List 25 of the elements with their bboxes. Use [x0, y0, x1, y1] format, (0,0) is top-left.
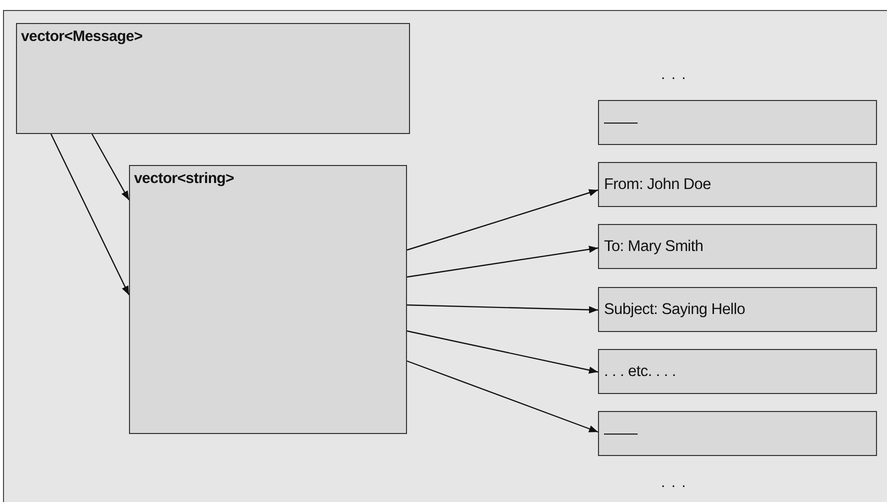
box-label: To: Mary Smith [604, 238, 704, 256]
arrow [50, 134, 130, 296]
rectangle-box [598, 411, 877, 456]
rectangle-box [598, 349, 877, 394]
arrow [406, 360, 598, 433]
ellipsis-text: . . . [661, 474, 687, 491]
box-label: –––– [604, 114, 638, 132]
rectangle-box [598, 100, 877, 145]
rectangle-box [598, 287, 877, 332]
rectangle-box [16, 23, 410, 134]
rectangle-box [598, 162, 877, 207]
ellipsis-text: . . . [661, 66, 687, 83]
box-label: From: John Doe [604, 176, 711, 194]
rectangle-box [598, 224, 877, 269]
arrow [406, 189, 598, 251]
arrow [406, 246, 598, 278]
box-label: Subject: Saying Hello [604, 300, 746, 318]
arrow [406, 304, 598, 314]
arrow [91, 134, 130, 200]
box-label: vector<string> [134, 170, 234, 187]
rectangle-box [129, 165, 407, 434]
box-label: –––– [604, 424, 638, 442]
box-label: vector<Message> [21, 28, 142, 45]
arrow [406, 330, 598, 374]
box-label: . . . etc. . . . [604, 362, 676, 380]
